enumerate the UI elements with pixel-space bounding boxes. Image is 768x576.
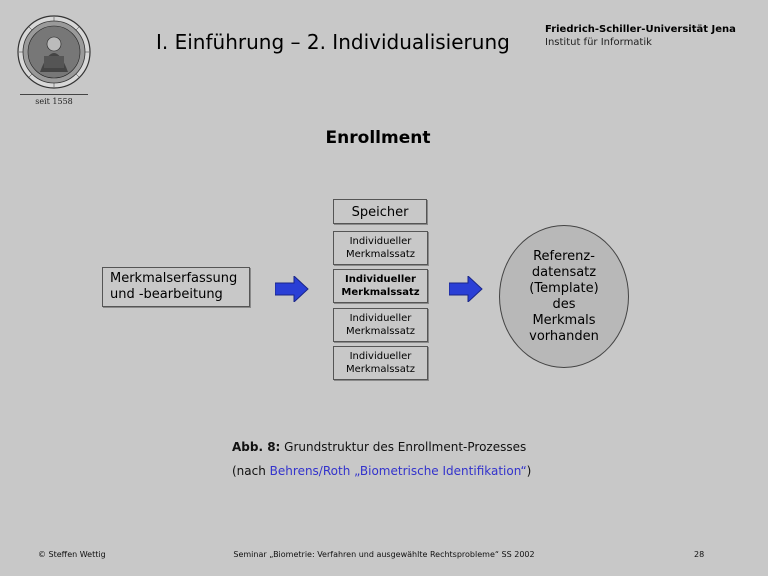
slide-subtitle: Enrollment: [325, 128, 431, 148]
reference-line: des: [552, 296, 576, 312]
university-name: Friedrich-Schiller-Universität Jena: [545, 24, 736, 35]
record-line-1: Individueller: [349, 313, 412, 324]
reference-line: vorhanden: [529, 328, 599, 344]
institute-name: Institut für Informatik: [545, 37, 652, 48]
capture-line-1: Merkmalserfassung: [110, 271, 238, 286]
university-seal-logo: [17, 15, 91, 89]
footer-author: © Steffen Wettig: [38, 550, 106, 559]
figure-label: Abb. 8:: [232, 440, 281, 454]
record-line-2: Merkmalssatz: [345, 326, 416, 337]
figure-caption: Abb. 8: Grundstruktur des Enrollment-Pro…: [232, 440, 526, 454]
reference-line: datensatz: [531, 264, 597, 280]
seal-caption: seit 1558: [20, 94, 88, 106]
record-line-2: Merkmalssatz: [345, 249, 416, 260]
capture-line-2: und -bearbeitung: [110, 287, 223, 302]
feature-record: Individueller Merkmalssatz: [333, 308, 428, 342]
feature-record: Individueller Merkmalssatz: [333, 231, 428, 265]
reference-line: Merkmals: [532, 312, 596, 328]
source-link[interactable]: Behrens/Roth „Biometrische Identifikatio…: [269, 464, 527, 478]
figure-source: (nach Behrens/Roth „Biometrische Identif…: [232, 464, 531, 478]
storage-header: Speicher: [333, 199, 427, 224]
slide-title: I. Einführung – 2. Individualisierung: [156, 30, 510, 54]
record-line-1: Individueller: [349, 236, 412, 247]
footer-seminar: Seminar „Biometrie: Verfahren und ausgew…: [233, 550, 535, 559]
feature-record-active: Individueller Merkmalssatz: [333, 269, 428, 303]
record-line-1: Individueller: [344, 274, 416, 285]
source-prefix: (nach: [232, 464, 270, 478]
reference-line: (Template): [529, 280, 599, 296]
feature-capture-box: Merkmalserfassung und -bearbeitung: [102, 267, 250, 307]
reference-line: Referenz-: [533, 248, 595, 264]
record-line-2: Merkmalssatz: [345, 364, 416, 375]
reference-template-ellipse: Referenz- datensatz (Template) des Merkm…: [499, 225, 629, 368]
arrow-right-icon: [275, 276, 309, 302]
feature-record: Individueller Merkmalssatz: [333, 346, 428, 380]
figure-caption-text: Grundstruktur des Enrollment-Prozesses: [280, 440, 527, 454]
arrow-right-icon: [449, 276, 483, 302]
record-line-2: Merkmalssatz: [341, 287, 420, 298]
record-line-1: Individueller: [349, 351, 412, 362]
source-suffix: ): [526, 464, 532, 478]
page-number: 28: [694, 550, 705, 559]
